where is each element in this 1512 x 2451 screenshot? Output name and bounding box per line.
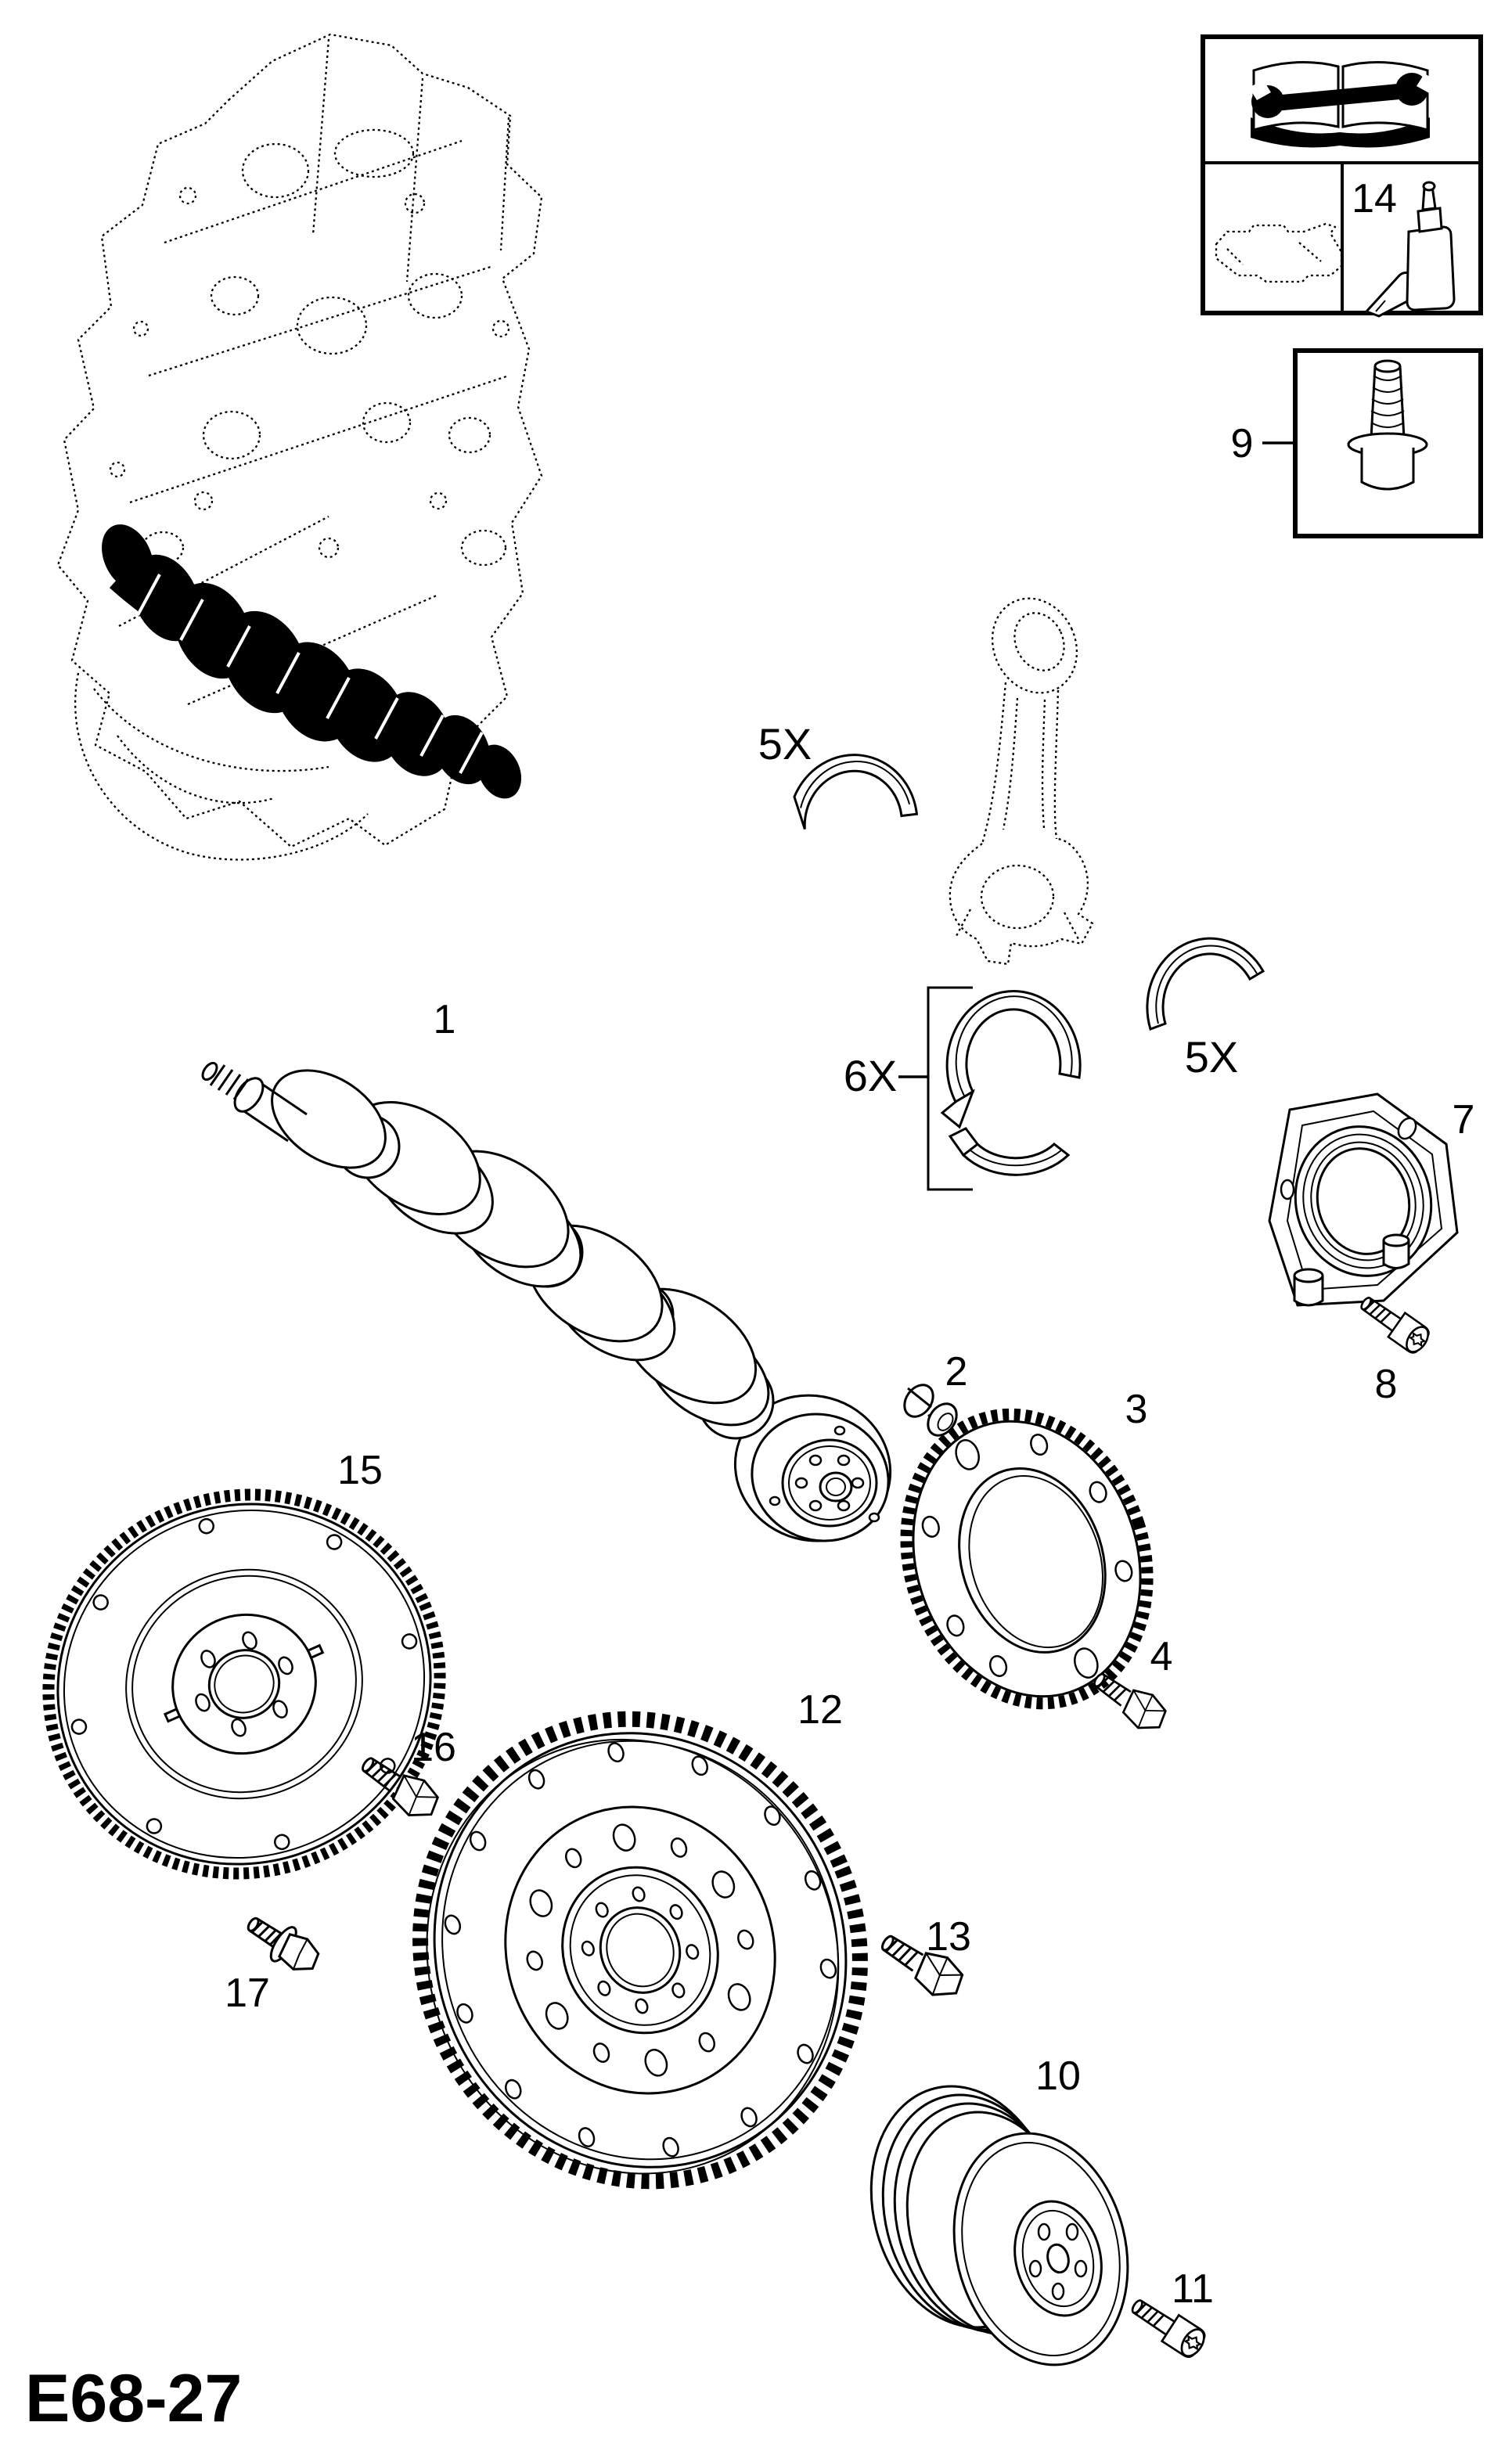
- crank-thrust-washer: 5X: [1146, 937, 1265, 1082]
- part-label-7: 7: [1453, 1097, 1475, 1143]
- connecting-rod: [949, 597, 1094, 966]
- part-label-8: 8: [1375, 1362, 1398, 1407]
- part-label-10: 10: [1035, 2053, 1081, 2099]
- qty-label-5x-crank: 5X: [1185, 1032, 1239, 1082]
- qty-label-6x: 6X: [844, 1051, 898, 1100]
- book-wrench-icon: [1249, 61, 1438, 148]
- crankshaft-pulley: 10: [869, 2053, 1129, 2366]
- crankshaft-drawing: 1: [201, 997, 892, 1542]
- part-label-15: 15: [337, 1448, 383, 1493]
- highlighted-crankshaft: [102, 524, 522, 799]
- spacer-sleeve: 2: [903, 1349, 968, 1437]
- flex-plate: 15: [42, 1448, 446, 1880]
- qty-label-5x-rod: 5X: [758, 719, 812, 768]
- housing-bolt-boss: [1293, 1233, 1410, 1307]
- part-label-14: 14: [1352, 176, 1397, 221]
- crankshaft-nose: [201, 1061, 308, 1143]
- flex-plate-bolt-17: 17: [225, 1905, 327, 2016]
- crankshaft-gear: 3: [900, 1387, 1154, 1710]
- part-label-4: 4: [1150, 1634, 1173, 1679]
- main-bearing-shells: 6X: [844, 986, 1082, 1191]
- seal-housing-bolt: 8: [1354, 1288, 1435, 1407]
- part-label-1: 1: [434, 997, 456, 1042]
- engine-block-overview: [56, 33, 543, 861]
- part-label-9: 9: [1231, 421, 1254, 466]
- oil-pan-icon: [1215, 222, 1343, 283]
- part-label-12: 12: [797, 1687, 843, 1733]
- part-label-13: 13: [926, 1914, 971, 1960]
- screw-box: 9: [1231, 348, 1483, 538]
- part-label-16: 16: [411, 1725, 456, 1770]
- part-label-17: 17: [225, 1971, 270, 2016]
- torx-screw-drawing: [1347, 359, 1428, 491]
- flywheel-bolt-13: 13: [873, 1914, 971, 2007]
- part-label-3: 3: [1125, 1387, 1148, 1432]
- sealant-bottle-icon: [1364, 181, 1456, 318]
- part-label-2: 2: [945, 1349, 968, 1395]
- page-code: E68-27: [25, 2361, 242, 2436]
- part-label-11: 11: [1172, 2266, 1214, 2312]
- dual-mass-flywheel: 12: [412, 1687, 868, 2190]
- seal-housing: 7: [1268, 1092, 1475, 1307]
- pulley-bolt-11: 11: [1125, 2266, 1214, 2362]
- legend-box: 14: [1201, 34, 1483, 318]
- flex-plate-bolt-16: 16: [353, 1725, 456, 1827]
- rod-thrust-washer: 5X: [758, 719, 919, 830]
- gear-bolt: 4: [1085, 1634, 1174, 1739]
